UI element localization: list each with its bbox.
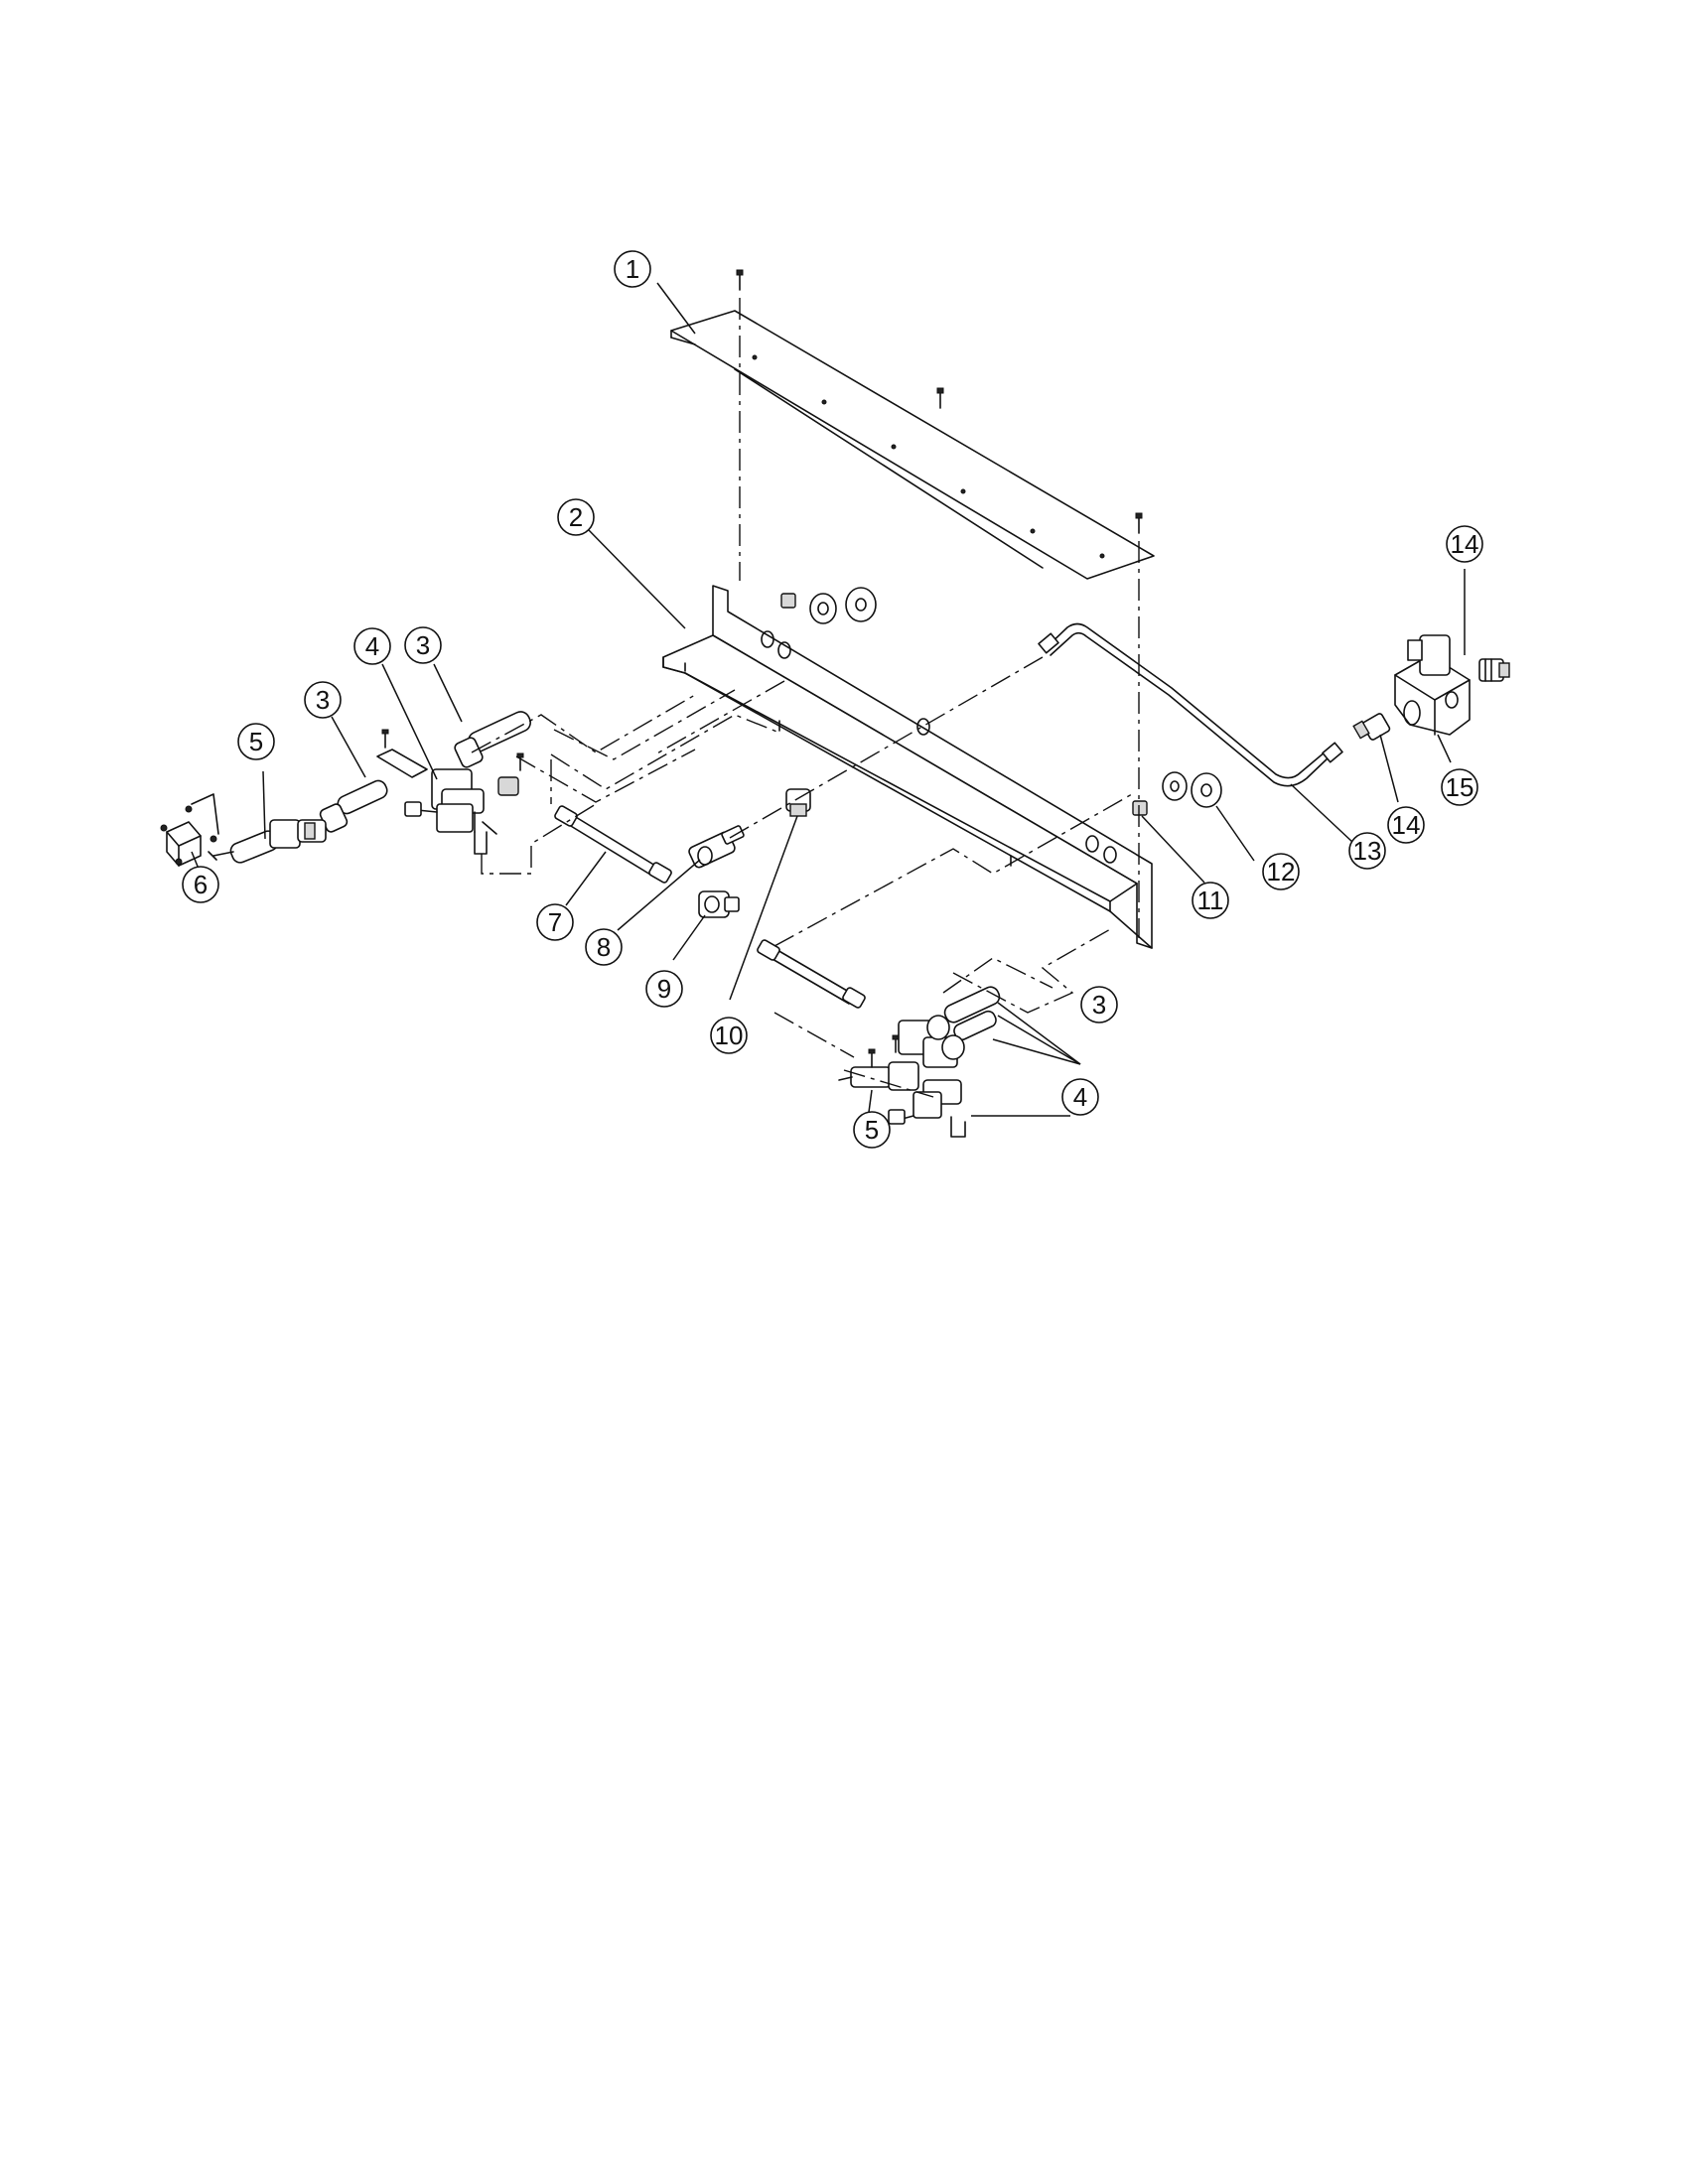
callout-11: 11: [1192, 882, 1229, 919]
part-5-pilot-left: [208, 819, 327, 864]
leader-lines: [191, 282, 1466, 1143]
svg-text:8: 8: [597, 932, 611, 962]
svg-text:10: 10: [715, 1021, 744, 1050]
svg-text:3: 3: [416, 630, 430, 660]
callout-3: 3: [404, 626, 442, 664]
svg-text:2: 2: [569, 502, 583, 532]
part-14-fitting-right: [1478, 658, 1510, 682]
callout-8: 8: [585, 928, 623, 966]
callout-1: 1: [614, 250, 651, 288]
part-13-gas-tube: [1038, 622, 1343, 787]
svg-text:13: 13: [1353, 836, 1382, 866]
cover-screw: [736, 269, 744, 291]
washer-nut-set-lower: [1132, 771, 1222, 816]
svg-text:5: 5: [249, 727, 263, 756]
svg-text:3: 3: [1092, 990, 1106, 1020]
part-7-nipple-pipe: [554, 805, 672, 884]
svg-text:3: 3: [316, 685, 330, 715]
part-9-elbow-fitting: [698, 890, 740, 918]
callout-10: 10: [710, 1017, 748, 1054]
svg-text:6: 6: [194, 870, 208, 899]
callout-14: 14: [1387, 806, 1425, 844]
svg-text:14: 14: [1392, 810, 1421, 840]
svg-text:4: 4: [1073, 1082, 1087, 1112]
svg-text:4: 4: [365, 631, 379, 661]
callout-15: 15: [1441, 768, 1478, 806]
svg-text:9: 9: [657, 974, 671, 1004]
callout-13: 13: [1348, 832, 1386, 870]
part-2-manifold-bracket: [662, 585, 1153, 949]
svg-text:14: 14: [1451, 529, 1479, 559]
callout-4: 4: [353, 627, 391, 665]
callout-12: 12: [1262, 853, 1300, 890]
part-1-cover-plate: [670, 269, 1155, 580]
callout-3: 3: [304, 681, 342, 719]
callout-14: 14: [1446, 525, 1483, 563]
cover-screw: [1135, 512, 1143, 534]
svg-text:7: 7: [548, 907, 562, 937]
callout-6: 6: [182, 866, 219, 903]
svg-text:15: 15: [1446, 772, 1474, 802]
svg-text:11: 11: [1197, 886, 1224, 915]
lower-nipple-pipe: [757, 939, 866, 1009]
svg-text:1: 1: [626, 254, 639, 284]
callout-5: 5: [237, 723, 275, 760]
svg-text:12: 12: [1267, 857, 1296, 887]
callout-5: 5: [853, 1111, 891, 1149]
assembly-centerlines: [471, 298, 1140, 1098]
part-8-tee-fitting: [688, 825, 745, 869]
callout-4: 4: [1061, 1078, 1099, 1116]
part-14-fitting-left: [1352, 713, 1391, 741]
left-burner-valve-assembly: [319, 711, 531, 855]
washer-nut-set-upper: [780, 587, 877, 624]
part-15-valve: [1394, 634, 1471, 736]
callout-balloons: 1 2 3 3 3 4 4 5 5 6 7 8 9 10 11 12 13 14…: [182, 250, 1483, 1149]
callout-2: 2: [557, 498, 595, 536]
svg-text:5: 5: [865, 1115, 879, 1145]
callout-3: 3: [1080, 986, 1118, 1024]
right-burner-valve-assembly: [838, 986, 1001, 1138]
callout-9: 9: [645, 970, 683, 1008]
part-6-connector-block: [160, 793, 219, 867]
callout-7: 7: [536, 903, 574, 941]
cover-screw: [936, 387, 944, 409]
